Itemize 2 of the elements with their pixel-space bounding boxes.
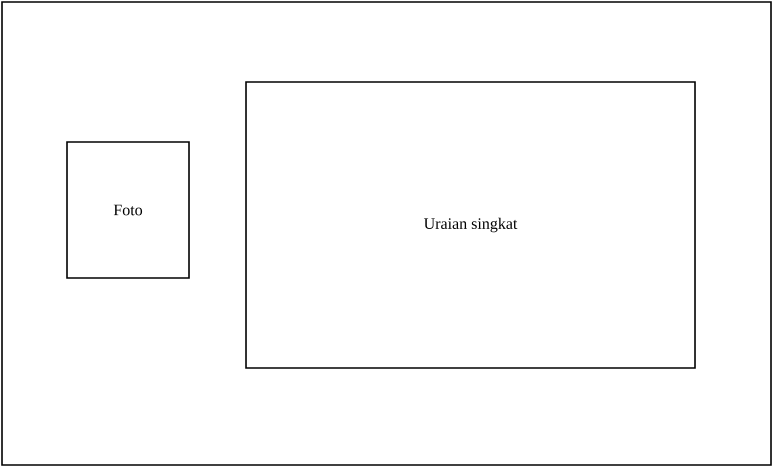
description-box: Uraian singkat: [245, 81, 696, 369]
photo-box: Foto: [66, 141, 190, 279]
